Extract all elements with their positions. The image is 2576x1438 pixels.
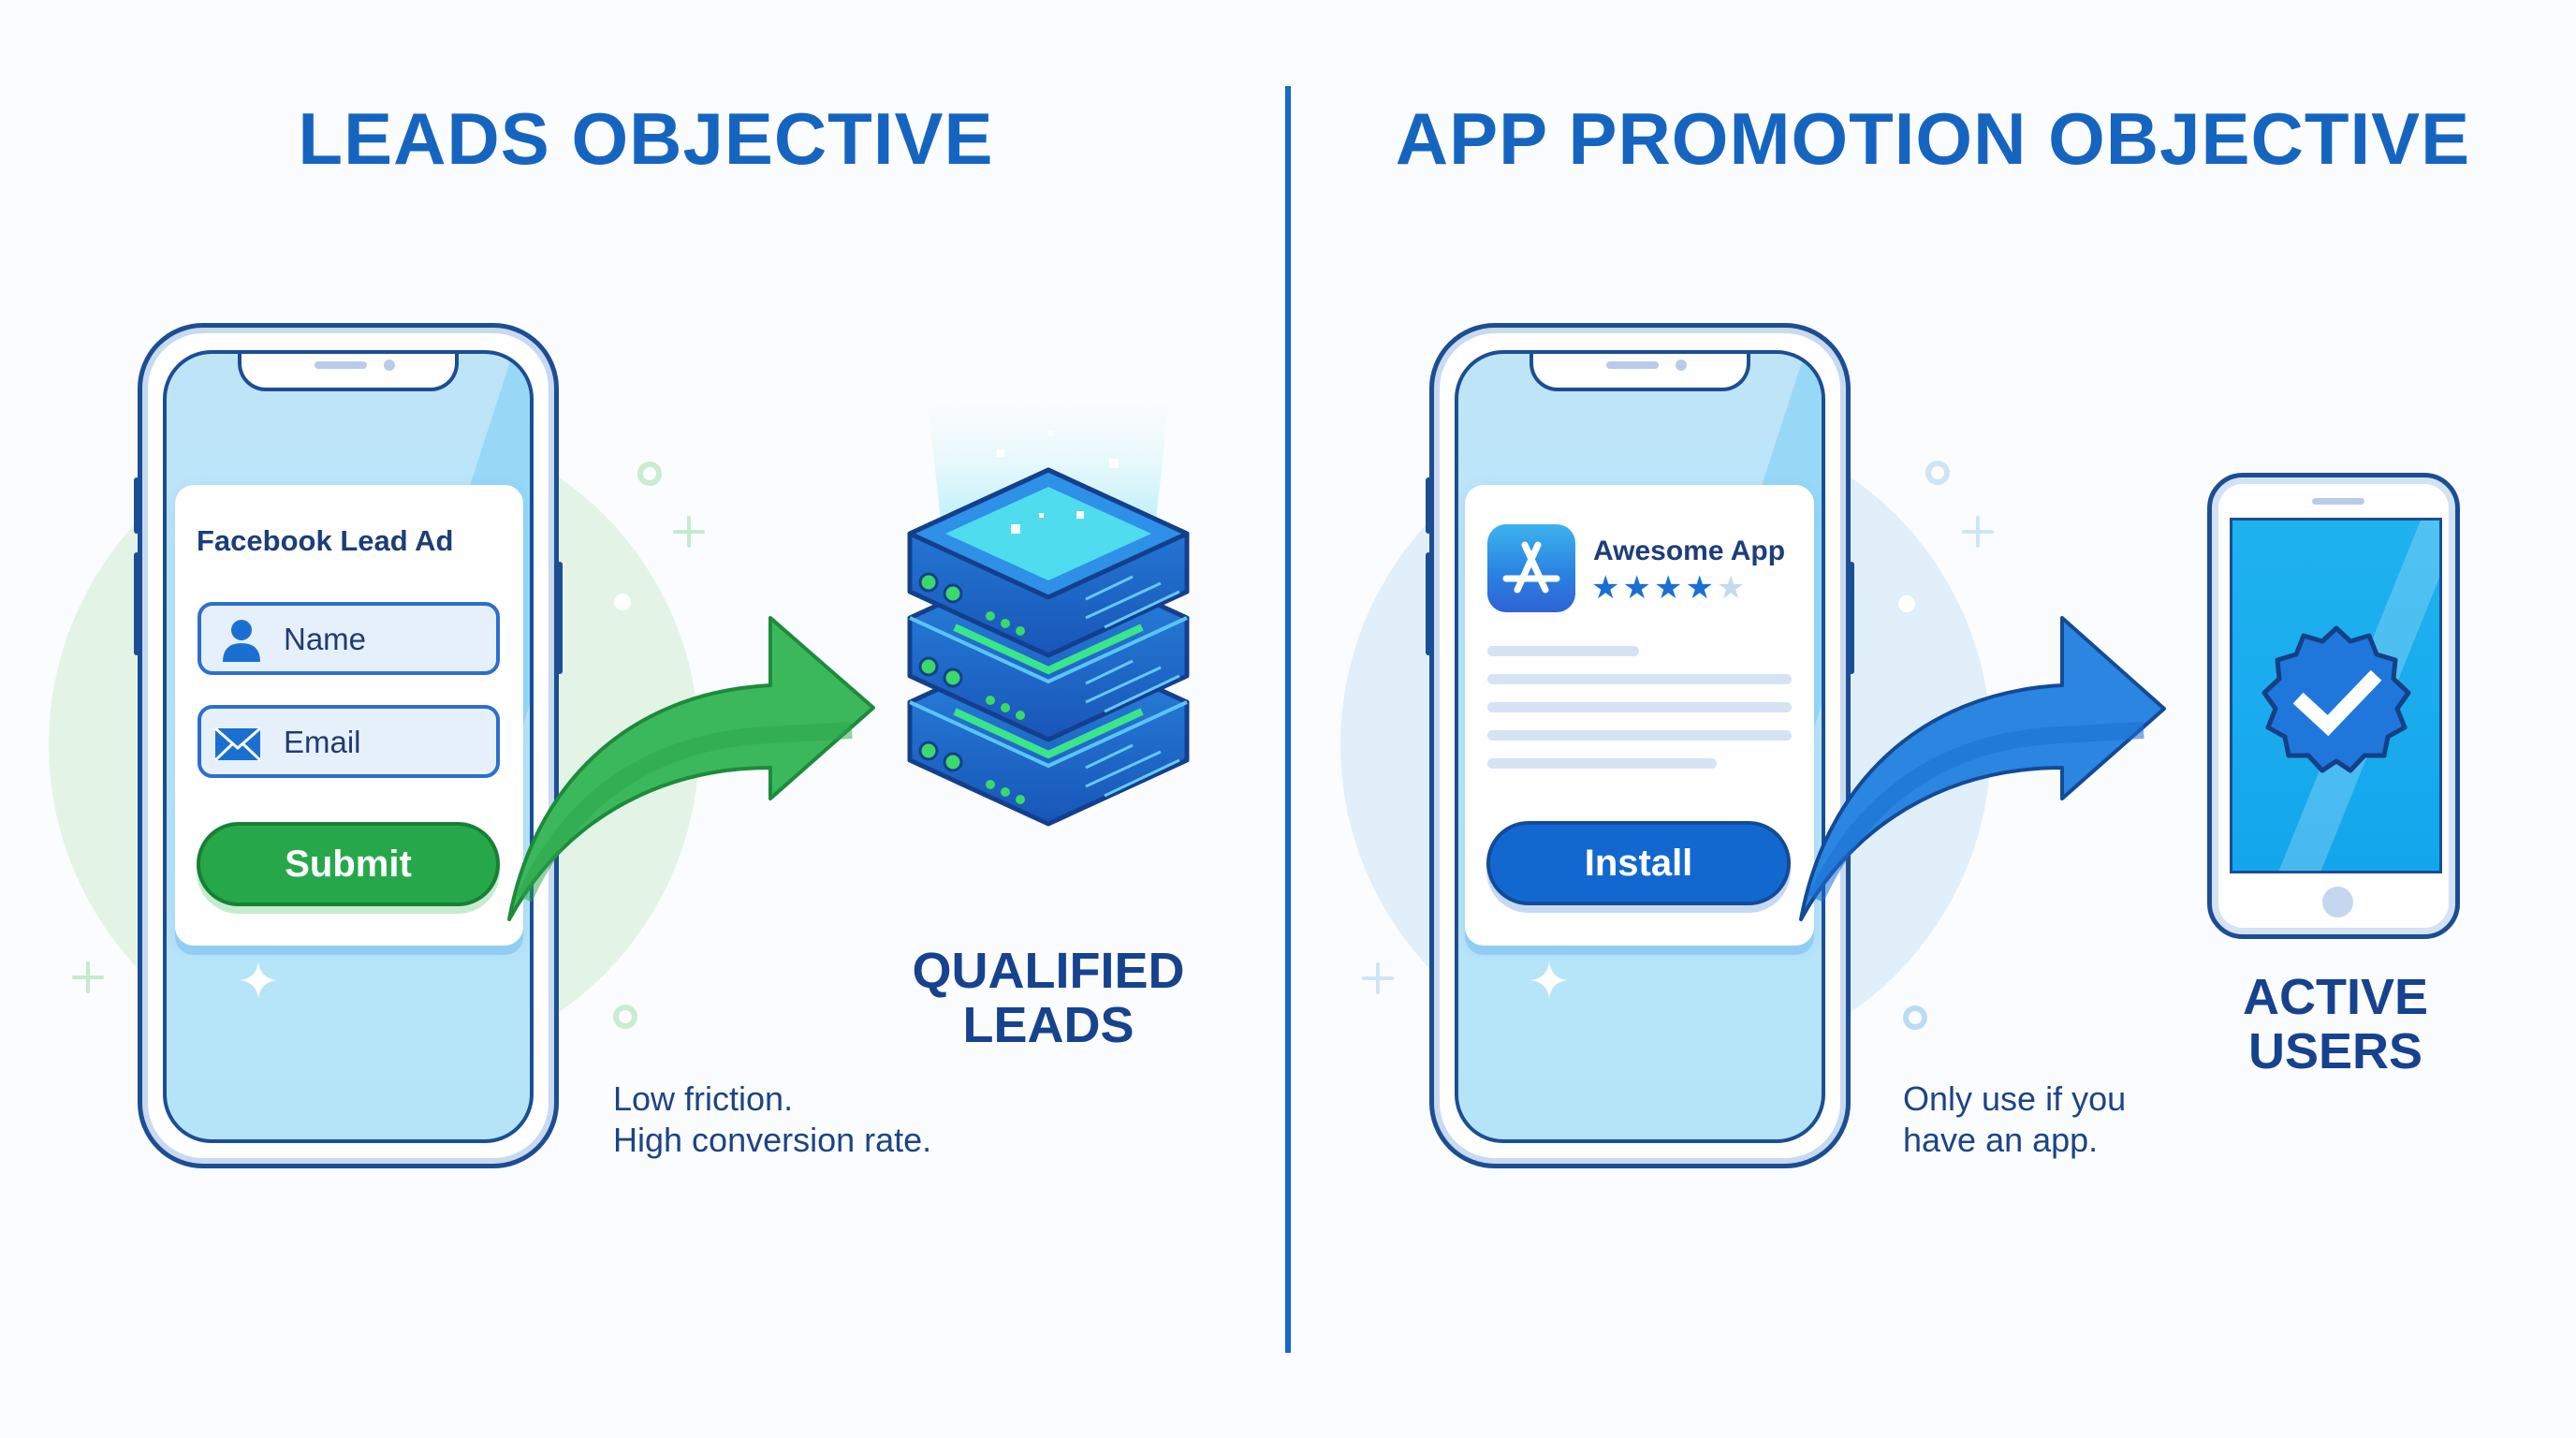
app-promo-description-line2: have an app. bbox=[1903, 1121, 2099, 1159]
panel-divider bbox=[1285, 86, 1291, 1353]
star-icon-half: ★ bbox=[1716, 570, 1749, 606]
phone-side-button bbox=[1426, 552, 1431, 655]
qualified-leads-line2: LEADS bbox=[962, 997, 1134, 1053]
decor-plus bbox=[1362, 962, 1394, 994]
leads-description-line1: Low friction. bbox=[613, 1079, 794, 1118]
phone-side-button bbox=[134, 552, 139, 655]
app-name: Awesome App bbox=[1593, 536, 1786, 566]
app-promo-description: Only use if you have an app. bbox=[1903, 1078, 2126, 1161]
sparkle-icon bbox=[1530, 961, 1568, 999]
description-placeholder-line bbox=[1487, 730, 1792, 741]
email-field-placeholder: Email bbox=[284, 725, 361, 759]
decor-ring bbox=[637, 462, 662, 486]
envelope-icon bbox=[214, 727, 261, 761]
app-promotion-objective-title: APP PROMOTION OBJECTIVE bbox=[1395, 97, 2471, 180]
phone-side-button bbox=[1849, 562, 1854, 674]
phone-notch bbox=[238, 354, 459, 391]
card-title: Facebook Lead Ad bbox=[197, 524, 454, 557]
decor-dot bbox=[1898, 595, 1915, 612]
submit-button[interactable]: Submit bbox=[197, 822, 500, 906]
name-field[interactable]: Name bbox=[198, 602, 500, 675]
speaker-icon bbox=[2312, 498, 2364, 505]
camera-icon bbox=[1676, 360, 1687, 371]
active-users-label: ACTIVE USERS bbox=[2181, 970, 2490, 1078]
decor-plus bbox=[72, 961, 104, 993]
rating-stars: ★★★★★ bbox=[1591, 569, 1748, 607]
description-placeholder-line bbox=[1487, 674, 1792, 684]
blue-arrow-icon bbox=[1799, 616, 2166, 921]
install-button[interactable]: Install bbox=[1486, 821, 1791, 905]
server-stack-icon bbox=[907, 393, 1190, 827]
home-button bbox=[2322, 887, 2353, 917]
verified-badge-icon bbox=[2261, 625, 2411, 773]
app-promo-description-line1: Only use if you bbox=[1903, 1079, 2127, 1118]
decor-dot bbox=[614, 594, 631, 610]
decor-ring bbox=[1925, 461, 1950, 485]
speaker-icon bbox=[1606, 361, 1659, 369]
green-arrow-icon bbox=[507, 616, 875, 921]
qualified-leads-line1: QUALIFIED bbox=[912, 943, 1185, 999]
name-field-placeholder: Name bbox=[284, 622, 367, 656]
active-users-line1: ACTIVE bbox=[2242, 969, 2429, 1025]
star-icons-full: ★★★★ bbox=[1591, 570, 1717, 606]
phone-side-button bbox=[1426, 477, 1431, 534]
decor-plus bbox=[1962, 516, 1994, 548]
description-placeholder-line bbox=[1487, 646, 1639, 656]
active-users-line2: USERS bbox=[2247, 1023, 2423, 1079]
decor-plus bbox=[673, 516, 705, 548]
app-listing-card: Awesome App ★★★★★ Install bbox=[1465, 485, 1814, 946]
email-field[interactable]: Email bbox=[198, 705, 500, 778]
active-users-phone bbox=[2207, 473, 2460, 939]
phone-side-button bbox=[557, 562, 563, 674]
qualified-leads-label: QUALIFIED LEADS bbox=[880, 944, 1217, 1052]
user-icon bbox=[223, 620, 260, 662]
leads-description-line2: High conversion rate. bbox=[613, 1121, 932, 1159]
phone-notch bbox=[1530, 354, 1750, 391]
phone-side-button bbox=[134, 477, 139, 534]
description-placeholder-line bbox=[1487, 758, 1717, 769]
decor-ring bbox=[613, 1005, 637, 1029]
decor-ring bbox=[1903, 1005, 1927, 1030]
app-store-glyph-icon bbox=[1502, 541, 1560, 594]
description-placeholder-line bbox=[1487, 702, 1792, 712]
app-store-icon bbox=[1487, 524, 1575, 612]
lead-ad-card: Facebook Lead Ad Name Email Submit bbox=[175, 485, 523, 946]
leads-description: Low friction. High conversion rate. bbox=[613, 1078, 931, 1161]
leads-objective-title: LEADS OBJECTIVE bbox=[298, 97, 994, 180]
sparkle-icon bbox=[240, 961, 277, 999]
speaker-icon bbox=[315, 361, 367, 369]
camera-icon bbox=[384, 360, 395, 371]
